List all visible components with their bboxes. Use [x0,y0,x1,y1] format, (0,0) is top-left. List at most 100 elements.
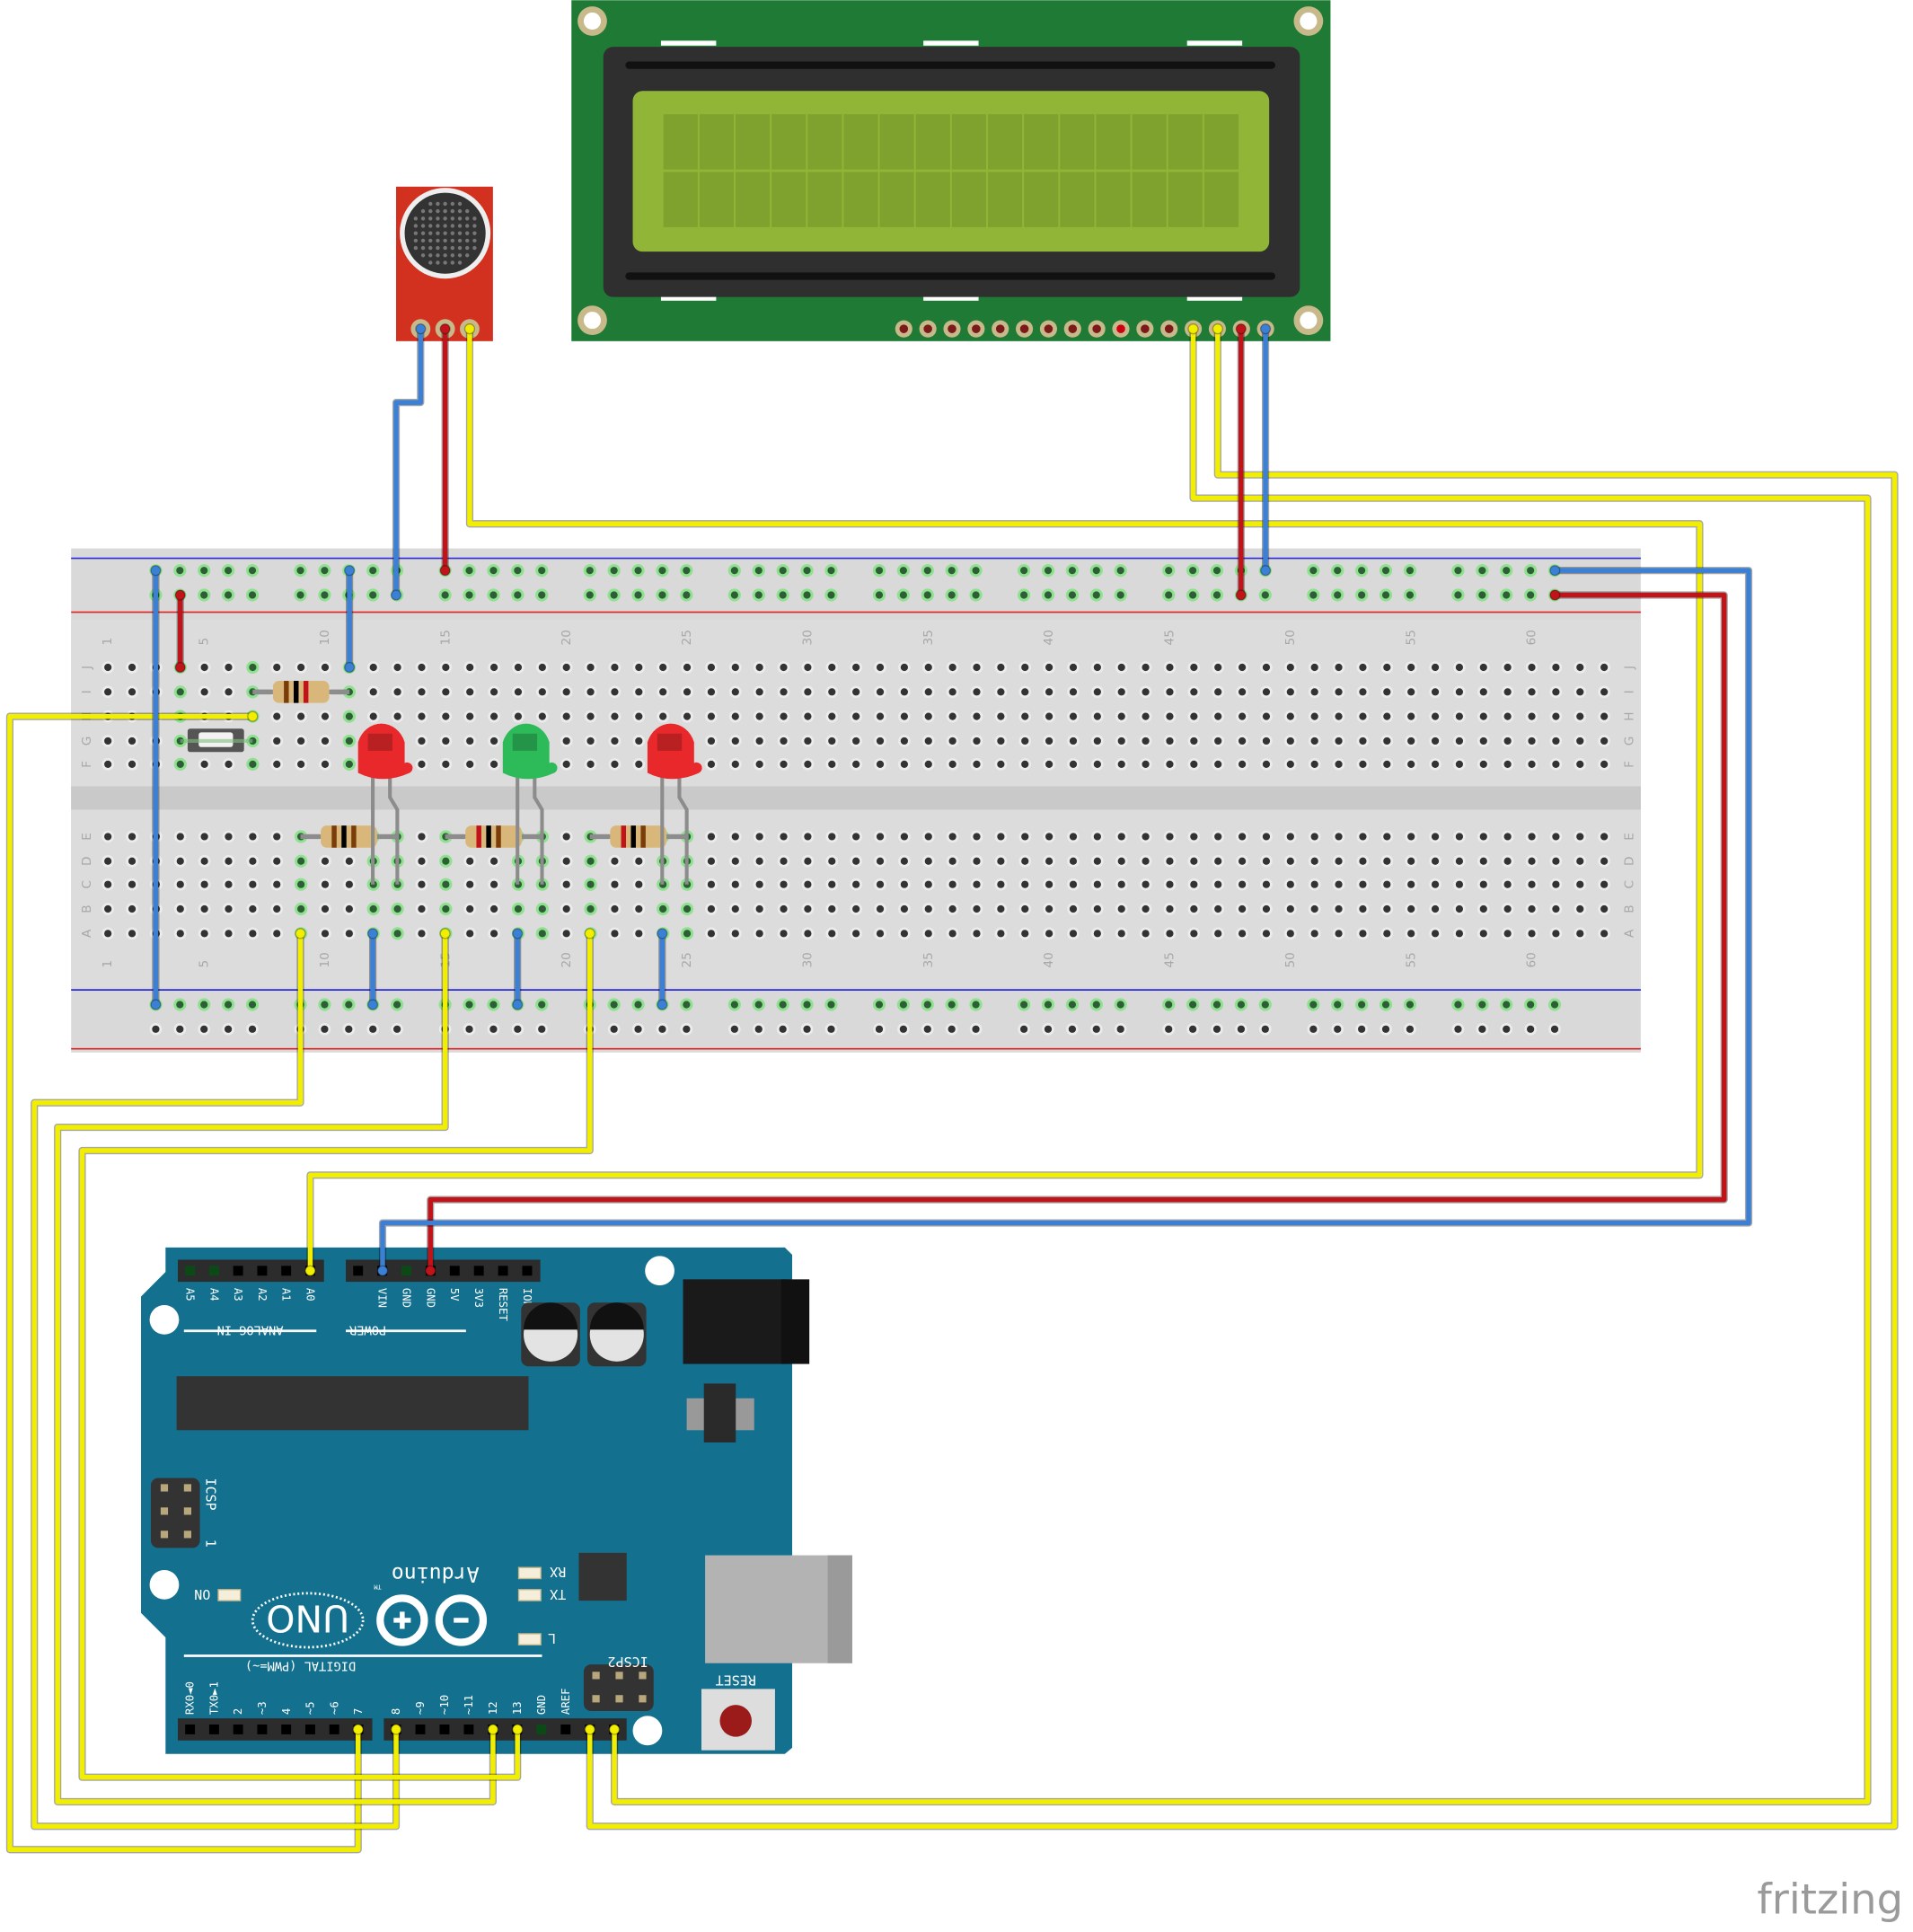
wire-endpoint[interactable] [1549,565,1561,577]
breadboard-hole[interactable] [1214,880,1222,888]
breadboard-hole[interactable] [948,737,956,745]
breadboard-hole[interactable] [1068,1001,1076,1009]
breadboard-hole[interactable] [225,1025,233,1033]
breadboard-hole[interactable] [442,760,450,768]
header-pin[interactable] [439,1724,450,1734]
breadboard-hole[interactable] [225,1001,233,1009]
breadboard-hole[interactable] [997,688,1005,696]
breadboard-hole[interactable] [1116,1001,1124,1009]
breadboard-hole[interactable] [1286,857,1294,865]
breadboard-hole[interactable] [875,1001,884,1009]
breadboard-hole[interactable] [1166,737,1174,745]
breadboard-hole[interactable] [635,760,643,768]
breadboard-hole[interactable] [899,1001,907,1009]
breadboard-hole[interactable] [562,904,570,913]
breadboard-hole[interactable] [1503,1025,1511,1033]
breadboard-hole[interactable] [1407,833,1415,841]
breadboard-hole[interactable] [466,880,474,888]
breadboard-hole[interactable] [1454,1025,1462,1033]
breadboard-hole[interactable] [1238,833,1247,841]
breadboard-hole[interactable] [876,663,885,672]
breadboard-hole[interactable] [1310,833,1318,841]
breadboard-hole[interactable] [1117,904,1125,913]
breadboard-hole[interactable] [128,880,137,888]
header-pin[interactable] [185,1724,196,1734]
breadboard-hole[interactable] [538,663,546,672]
breadboard-hole[interactable] [1479,760,1487,768]
wire-blue[interactable] [366,928,379,1010]
led[interactable] [357,723,413,780]
breadboard-hole[interactable] [1044,591,1053,599]
breadboard-hole[interactable] [683,1025,691,1033]
breadboard-hole[interactable] [683,591,691,599]
breadboard-hole[interactable] [104,760,112,768]
breadboard-hole[interactable] [128,688,137,696]
wire-blue[interactable] [150,565,162,1010]
breadboard-hole[interactable] [345,712,353,720]
breadboard-hole[interactable] [1093,712,1101,720]
breadboard-hole[interactable] [1503,567,1511,575]
breadboard-hole[interactable] [1383,833,1391,841]
breadboard-hole[interactable] [1359,833,1367,841]
breadboard-hole[interactable] [321,1025,329,1033]
breadboard-hole[interactable] [876,904,885,913]
breadboard-hole[interactable] [730,591,738,599]
breadboard-hole[interactable] [780,880,788,888]
breadboard-hole[interactable] [948,688,956,696]
breadboard-hole[interactable] [297,904,305,913]
breadboard-hole[interactable] [489,1025,498,1033]
breadboard-hole[interactable] [128,930,137,938]
breadboard-hole[interactable] [176,760,184,768]
wire-endpoint[interactable] [463,323,476,335]
breadboard-hole[interactable] [827,1001,835,1009]
breadboard-hole[interactable] [200,567,208,575]
breadboard-hole[interactable] [1503,833,1512,841]
breadboard-hole[interactable] [804,880,812,888]
breadboard-hole[interactable] [249,904,257,913]
breadboard-hole[interactable] [345,760,353,768]
header-pin[interactable] [257,1266,268,1276]
breadboard-hole[interactable] [1455,712,1464,720]
wire-yellow[interactable] [5,710,364,1854]
breadboard-hole[interactable] [1190,737,1198,745]
breadboard-hole[interactable] [754,567,763,575]
breadboard-hole[interactable] [1455,688,1464,696]
breadboard-hole[interactable] [1044,567,1053,575]
breadboard-hole[interactable] [1359,737,1367,745]
breadboard-hole[interactable] [852,760,860,768]
breadboard-hole[interactable] [586,712,595,720]
breadboard-hole[interactable] [1383,880,1391,888]
breadboard-hole[interactable] [1069,857,1078,865]
breadboard-hole[interactable] [900,880,908,888]
breadboard-hole[interactable] [1021,663,1029,672]
breadboard-hole[interactable] [1335,737,1343,745]
breadboard-hole[interactable] [1359,880,1367,888]
microphone-module[interactable] [396,186,493,341]
breadboard-hole[interactable] [393,930,401,938]
breadboard-hole[interactable] [200,760,208,768]
breadboard-hole[interactable] [1479,880,1487,888]
breadboard-hole[interactable] [200,1001,208,1009]
breadboard-hole[interactable] [1286,880,1294,888]
breadboard-hole[interactable] [900,712,908,720]
wire-endpoint[interactable] [1235,589,1247,601]
breadboard-hole[interactable] [1479,857,1487,865]
breadboard-hole[interactable] [538,712,546,720]
wire-endpoint[interactable] [366,928,379,940]
breadboard-hole[interactable] [1166,880,1174,888]
breadboard-hole[interactable] [1045,880,1053,888]
breadboard-hole[interactable] [924,904,932,913]
breadboard-hole[interactable] [1359,663,1367,672]
breadboard-hole[interactable] [707,760,716,768]
breadboard-hole[interactable] [1454,567,1462,575]
breadboard-hole[interactable] [755,737,763,745]
breadboard-hole[interactable] [707,712,716,720]
breadboard-hole[interactable] [852,663,860,672]
breadboard-hole[interactable] [1552,904,1560,913]
breadboard-hole[interactable] [924,688,932,696]
breadboard-hole[interactable] [731,737,739,745]
breadboard-hole[interactable] [1261,1025,1269,1033]
breadboard-hole[interactable] [1310,663,1318,672]
breadboard-hole[interactable] [321,880,330,888]
breadboard-hole[interactable] [1552,688,1560,696]
